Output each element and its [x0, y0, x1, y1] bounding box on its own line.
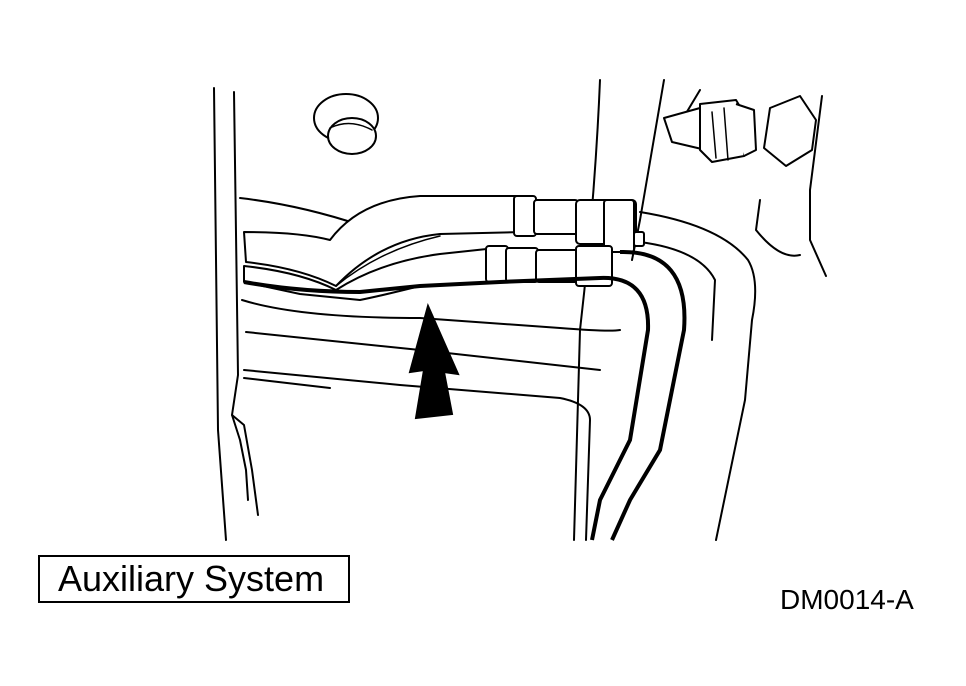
fitting-nut: [663, 95, 817, 167]
fluid-tubes: [243, 249, 687, 541]
caption-box: Auxiliary System: [38, 555, 350, 603]
caption-label: Auxiliary System: [58, 558, 325, 599]
pointer-arrow: [408, 303, 460, 420]
upper-hose: [243, 195, 525, 287]
lower-hose: [243, 247, 501, 301]
grommet-plug: [313, 93, 379, 155]
upper-coupling: [513, 195, 645, 253]
left-panel-edge: [213, 87, 259, 541]
figure-id: DM0014-A: [780, 584, 914, 615]
